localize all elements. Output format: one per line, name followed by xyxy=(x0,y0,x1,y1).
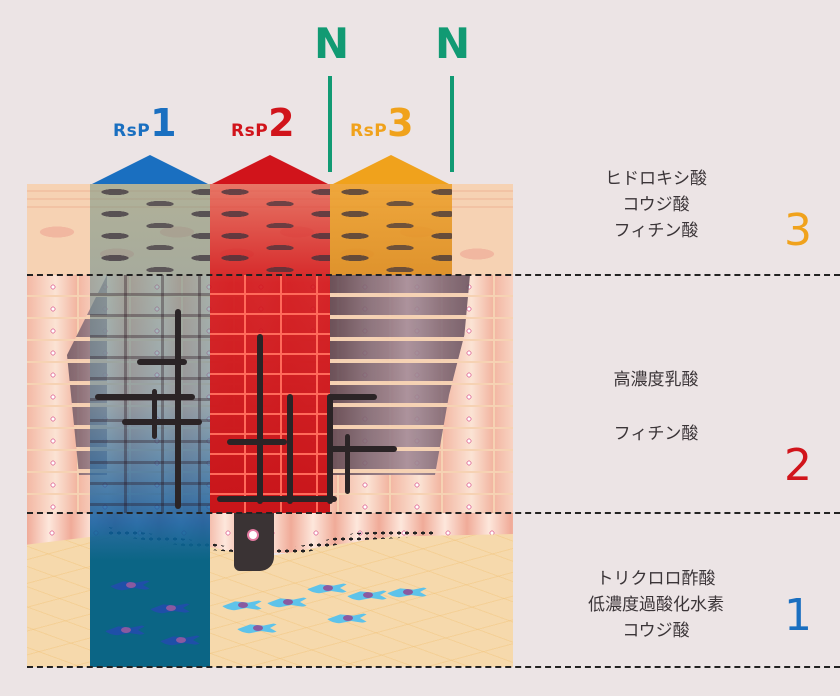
crack-line xyxy=(122,419,202,425)
rsp2-prefix: RsP xyxy=(231,121,269,141)
acid-item: フィチン酸 xyxy=(613,424,699,444)
level2-acid-list: 高濃度乳酸 フィチン酸 xyxy=(556,366,756,448)
depth-divider-1 xyxy=(27,274,840,276)
depth-divider-3 xyxy=(27,666,840,668)
neutralization-line-1 xyxy=(328,76,332,172)
rsp1-prefix: RsP xyxy=(113,121,151,141)
neutralization-label-1: N xyxy=(314,19,350,68)
depth-divider-2 xyxy=(27,512,840,514)
acid-item: 高濃度乳酸 xyxy=(613,370,699,390)
crack-line xyxy=(217,496,337,502)
crack-line xyxy=(152,389,157,439)
rsp3-prefix: RsP xyxy=(350,121,388,141)
band2-cells xyxy=(210,275,330,513)
rsp1-arrow-icon xyxy=(90,155,210,185)
acid-item: ヒドロキシ酸 xyxy=(605,169,707,189)
skin-cross-section xyxy=(27,184,513,667)
rsp2-arrow-icon xyxy=(210,155,330,185)
fibroblast-icon xyxy=(110,579,154,591)
crack-line xyxy=(345,434,350,494)
rsp2-number: 2 xyxy=(268,101,295,145)
acid-item: コウジ酸 xyxy=(622,621,690,641)
rsp3-arrow-icon xyxy=(331,155,451,185)
crack-line xyxy=(95,394,195,400)
rsp2-penetration-band xyxy=(210,184,330,513)
depth-level-3: 3 xyxy=(784,205,812,256)
depth-level-2: 2 xyxy=(784,440,812,491)
crack-line xyxy=(327,446,397,452)
rsp3-label: RsP3 xyxy=(350,104,414,142)
rsp1-penetration-band xyxy=(90,184,210,667)
rsp1-number: 1 xyxy=(150,101,177,145)
acid-item: トリクロロ酢酸 xyxy=(596,569,716,589)
fibroblast-icon xyxy=(150,602,194,614)
depth-level-1: 1 xyxy=(784,590,812,641)
crack-line xyxy=(227,439,287,445)
rsp2-label: RsP2 xyxy=(231,104,295,142)
rsp3-penetration-band xyxy=(330,184,452,275)
fibroblast-icon xyxy=(105,624,149,636)
melanocyte-cell xyxy=(234,511,274,571)
acid-item: 低濃度過酸化水素 xyxy=(588,595,724,615)
band2-keratin xyxy=(210,184,330,275)
crack-line xyxy=(327,394,377,400)
fibroblast-icon xyxy=(160,634,204,646)
crack-line xyxy=(257,334,263,504)
neutralization-label-2: N xyxy=(435,19,471,68)
crack-line xyxy=(287,394,293,504)
level1-acid-list: トリクロロ酢酸 低濃度過酸化水素 コウジ酸 xyxy=(556,566,756,644)
neutralization-line-2 xyxy=(450,76,454,172)
level3-acid-list: ヒドロキシ酸 コウジ酸 フィチン酸 xyxy=(556,166,756,244)
rsp1-label: RsP1 xyxy=(113,104,177,142)
acid-item: コウジ酸 xyxy=(622,195,690,215)
acid-item: フィチン酸 xyxy=(613,221,699,241)
crack-line xyxy=(175,309,181,509)
crack-line xyxy=(137,359,187,365)
rsp3-number: 3 xyxy=(387,101,414,145)
band1-keratin xyxy=(90,184,210,275)
band3-keratin xyxy=(330,184,452,275)
